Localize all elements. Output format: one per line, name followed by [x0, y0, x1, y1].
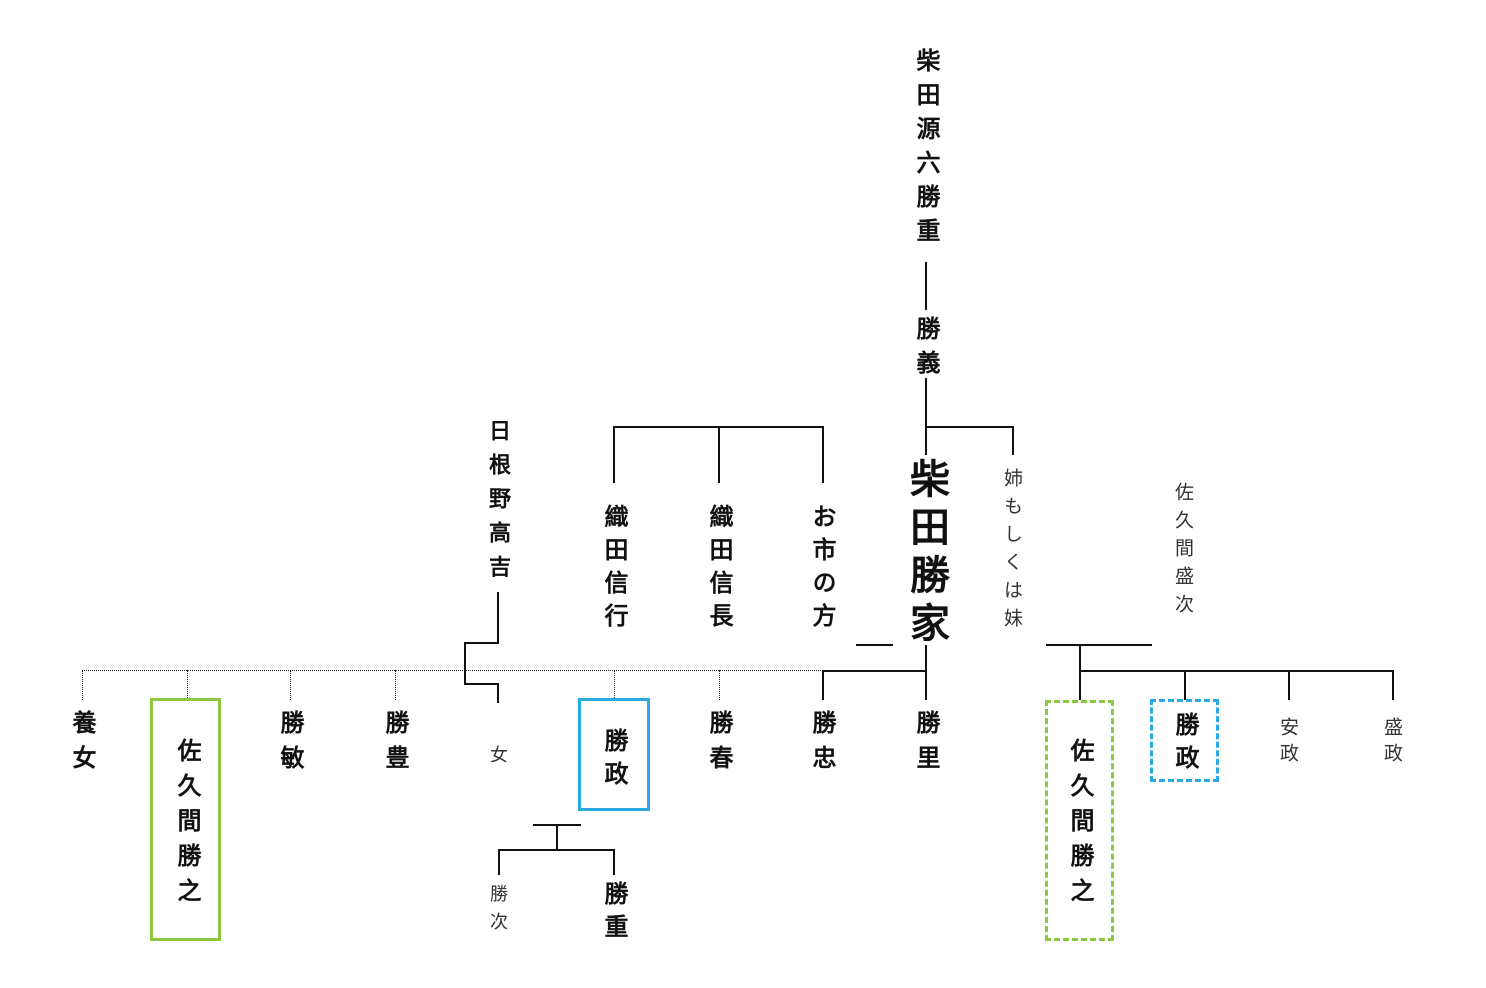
line-oda-v1: [613, 426, 615, 483]
name-father: 勝義: [912, 316, 941, 384]
name-katsutoyo: 勝豊: [381, 710, 410, 780]
line-dotted-v4: [395, 670, 396, 700]
line-katsuie-down: [925, 645, 927, 700]
name-sibling: 姉もしくは妹: [1001, 468, 1023, 636]
name-katsuharu: 勝春: [705, 710, 734, 780]
line-sakuma-marriage: [1046, 644, 1152, 646]
line-daughter-v: [497, 683, 499, 703]
name-katsusato: 勝里: [912, 710, 941, 780]
name-morimasa: 盛政: [1381, 717, 1403, 769]
name-oda-nobuyuki: 織田信行: [600, 504, 629, 636]
line-sakuma-v3: [1288, 670, 1290, 700]
name-sakuma-katsumasa: 勝政: [1171, 712, 1200, 778]
name-sakuma-katsuyuki: 佐久間勝之: [1066, 738, 1095, 913]
name-sibling-spouse: 佐久間盛次: [1172, 482, 1194, 622]
name-oda-nobunaga: 織田信長: [705, 504, 734, 636]
name-katsutoshi: 勝敏: [276, 710, 305, 780]
line-adopted-dotted: [82, 670, 823, 671]
name-katsushige: 勝重: [600, 881, 629, 947]
line-sakuma-v4: [1392, 670, 1394, 700]
name-main-person: 柴田勝家: [903, 458, 950, 650]
name-hineno: 日根野高吉: [485, 419, 511, 589]
highlight-box-sakuma-katsumasa: [1150, 699, 1219, 782]
line-grandchildren-h: [498, 849, 615, 851]
line-sibling-v: [1012, 426, 1014, 455]
line-founder-father: [925, 262, 927, 310]
line-dotted-v2: [187, 670, 188, 700]
line-hineno-h2: [464, 683, 499, 685]
line-katsutada-v: [822, 670, 824, 700]
line-sakuma-v2: [1184, 670, 1186, 700]
highlight-box-katsuyuki: [150, 698, 221, 941]
line-father-sibling-h: [925, 426, 1014, 428]
line-dotted-v1: [82, 670, 83, 700]
name-katsutsugu: 勝次: [487, 884, 508, 940]
name-daughter: 女: [487, 745, 508, 763]
name-yasumasa: 安政: [1277, 717, 1299, 769]
line-oda-v3: [822, 426, 824, 483]
line-katsumasa-down: [556, 824, 558, 850]
line-children-h: [822, 670, 927, 672]
highlight-box-sakuma-katsuyuki: [1045, 700, 1114, 941]
line-sakuma-down: [1079, 644, 1081, 700]
line-father-katsuie: [925, 378, 927, 455]
line-grandchild-v1: [498, 849, 500, 875]
name-katsuyuki: 佐久間勝之: [173, 738, 202, 913]
line-dotted-v3: [290, 670, 291, 700]
line-oda-v2: [718, 426, 720, 483]
line-dotted-v5: [614, 670, 615, 700]
name-katsumasa: 勝政: [600, 728, 629, 794]
name-yojo: 養女: [68, 710, 97, 780]
line-dotted-v6: [719, 670, 720, 700]
name-oichi: お市の方: [808, 504, 837, 636]
name-founder: 柴田源六勝重: [912, 48, 941, 252]
name-katsutada: 勝忠: [808, 710, 837, 780]
line-hineno-v2: [464, 642, 466, 685]
line-marriage-oichi: [856, 644, 893, 646]
line-hineno-h1: [464, 642, 499, 644]
line-sakuma-children-h: [1079, 670, 1394, 672]
line-hineno-v: [497, 592, 499, 644]
line-grandchild-v2: [613, 849, 615, 875]
highlight-box-katsumasa: [578, 698, 650, 811]
